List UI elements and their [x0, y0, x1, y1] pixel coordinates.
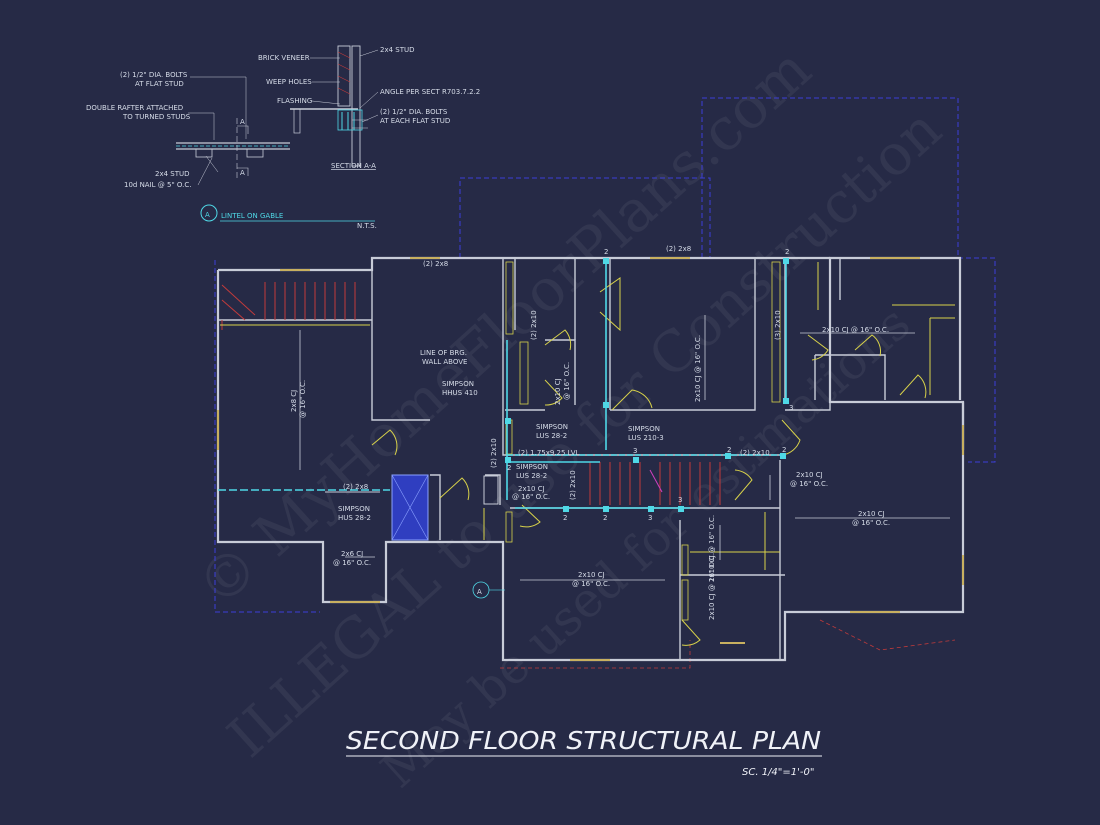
- simpson-lus-1: SIMPSON: [536, 423, 568, 431]
- interior-walls: [218, 258, 886, 660]
- hdr-2x10-v3: (2) 2x10: [530, 310, 538, 340]
- lintel-detail: A A (2) 1/2" DIA. BOLTS AT FLAT STUD DOU…: [86, 45, 480, 230]
- note-weep: WEEP HOLES: [266, 78, 312, 86]
- leader-rafter: [188, 112, 215, 140]
- section-label: SECTION A-A: [331, 162, 376, 170]
- posts: [505, 258, 789, 512]
- joist-arrows: [299, 315, 950, 581]
- hdr-2x8-b: (2) 2x8: [666, 245, 691, 253]
- note-bolts-each-1: (2) 1/2" DIA. BOLTS: [380, 108, 448, 116]
- cj-2x10-g-oc: @ 16" O.C.: [563, 362, 571, 400]
- cj-2x10-e: 2x10 CJ: [796, 471, 823, 479]
- cj-2x10-d: 2x10 CJ @ 16" O.C.: [694, 335, 702, 402]
- num-3d: 3: [678, 496, 682, 504]
- hdr-2x8-c: (2) 2x8: [343, 483, 368, 491]
- cj-2x10-g: 2x10 CJ: [554, 378, 562, 405]
- detail-tag: A: [205, 211, 210, 219]
- sheet-scale: SC. 1/4"=1'-0": [742, 767, 814, 778]
- note-nail: 10d NAIL @ 5" O.C.: [124, 181, 191, 189]
- cj-2x10-f-oc: @ 16" O.C.: [852, 519, 890, 527]
- simpson-lus210-1: SIMPSON: [628, 425, 660, 433]
- cj-2x10-f: 2x10 CJ: [858, 510, 885, 518]
- section-mark-a-top: A: [240, 118, 245, 126]
- windows: [217, 257, 964, 661]
- simpson-hhus-1: SIMPSON: [442, 380, 474, 388]
- sheet-title: SECOND FLOOR STRUCTURAL PLAN: [346, 726, 821, 755]
- floor-plan: (2) 2x8 (2) 2x8 (2) 2x8 (2) 2x10 2x8 CJ …: [214, 97, 996, 669]
- note-brick: BRICK VENEER: [258, 54, 310, 62]
- cj-2x10-a-oc: @ 16" O.C.: [512, 493, 550, 501]
- simpson-lus210-2: LUS 210-3: [628, 434, 664, 442]
- simpson-lus-2: LUS 28-2: [536, 432, 567, 440]
- num-3b: 3: [633, 447, 637, 455]
- stair-left: [221, 282, 356, 330]
- simpson-hus-1: SIMPSON: [338, 505, 370, 513]
- note-angle: ANGLE PER SECT R703.7.2.2: [380, 88, 480, 96]
- cj-2x10-b-oc: @ 16" O.C.: [572, 580, 610, 588]
- cj-2x8-oc: @ 16" O.C.: [299, 380, 307, 418]
- num-2e: 2: [563, 514, 567, 522]
- leader-stud: [205, 155, 219, 173]
- note-flashing: FLASHING: [277, 97, 312, 105]
- cj-2x10-b: 2x10 CJ: [578, 571, 605, 579]
- num-2c: 2: [727, 446, 731, 454]
- lintel-post: [293, 108, 301, 134]
- line-brg-1: LINE OF BRG.: [420, 349, 467, 357]
- cj-2x8: 2x8 CJ: [290, 390, 298, 412]
- note-stud-top: 2x4 STUD: [380, 46, 415, 54]
- plan-labels: (2) 2x8 (2) 2x8 (2) 2x8 (2) 2x10 2x8 CJ …: [290, 245, 890, 620]
- hdr-2x10-v: (2) 2x10: [490, 438, 498, 468]
- cj-2x6: 2x6 CJ: [341, 550, 363, 558]
- sheet-title-block: SECOND FLOOR STRUCTURAL PLAN SC. 1/4"=1'…: [346, 726, 822, 778]
- simpson-lus2-2: LUS 28-2: [516, 472, 547, 480]
- note-bolts-flat-2: AT FLAT STUD: [135, 80, 184, 88]
- cj-2x6-oc: @ 16" O.C.: [333, 559, 371, 567]
- note-rafter-1: DOUBLE RAFTER ATTACHED: [86, 104, 183, 112]
- num-2d: 2: [782, 446, 786, 454]
- hdr-3x10: (3) 2x10: [774, 310, 782, 340]
- lvl-beam: (2) 1.75x9.25 LVL: [518, 449, 580, 457]
- section-arrow-top: [237, 125, 249, 134]
- cj-2x10-a: 2x10 CJ: [518, 485, 545, 493]
- note-bolts-flat-1: (2) 1/2" DIA. BOLTS: [120, 71, 188, 79]
- num-2f: 2: [603, 514, 607, 522]
- stair-center: [589, 462, 721, 505]
- red-outline: [500, 619, 956, 669]
- detail-title: LINTEL ON GABLE: [221, 212, 283, 220]
- hdr-2x8-a: (2) 2x8: [423, 260, 448, 268]
- stud-section: [351, 45, 361, 167]
- section-tag: A: [477, 588, 482, 596]
- leader-bolts: [190, 76, 247, 139]
- simpson-hus-2: HUS 28-2: [338, 514, 371, 522]
- line-brg-2: WALL ABOVE: [422, 358, 467, 366]
- note-bolts-each-2: AT EACH FLAT STUD: [380, 117, 450, 125]
- simpson-lus2-1: SIMPSON: [516, 463, 548, 471]
- cj-2x10-h: 2x10 CJ @ 16" O.C.: [708, 515, 716, 582]
- watermark-line-2: ILLEGAL to use for Construction: [216, 97, 954, 771]
- num-3c: 3: [648, 514, 652, 522]
- num-2a: 2: [604, 248, 608, 256]
- roof-outline: [214, 97, 996, 613]
- detail-nts: N.T.S.: [357, 222, 377, 230]
- detail-tag-circle: [200, 204, 218, 222]
- hdr-2x10: (2) 2x10: [740, 449, 770, 457]
- detail-stud-left: [195, 148, 213, 158]
- cj-2x10-c: 2x10 CJ @ 16" O.C.: [822, 326, 889, 334]
- num-3a: 3: [789, 404, 793, 412]
- note-stud: 2x4 STUD: [155, 170, 190, 178]
- detail-stud-right: [246, 148, 264, 158]
- simpson-hhus-2: HHUS 410: [442, 389, 478, 397]
- section-mark-a-bottom: A: [240, 169, 245, 177]
- num-2g: 2: [507, 464, 511, 472]
- num-2b: 2: [785, 248, 789, 256]
- leader-nail: [197, 157, 213, 186]
- hdr-2x10-v2: (2) 2x10: [569, 470, 577, 500]
- doors: [220, 262, 955, 646]
- note-rafter-2: TO TURNED STUDS: [122, 113, 191, 121]
- cj-2x10-e-oc: @ 16" O.C.: [790, 480, 828, 488]
- section-arrow-bottom: [237, 167, 249, 176]
- cj-2x10-i: 2x10 CJ @ 16" O.C.: [708, 553, 716, 620]
